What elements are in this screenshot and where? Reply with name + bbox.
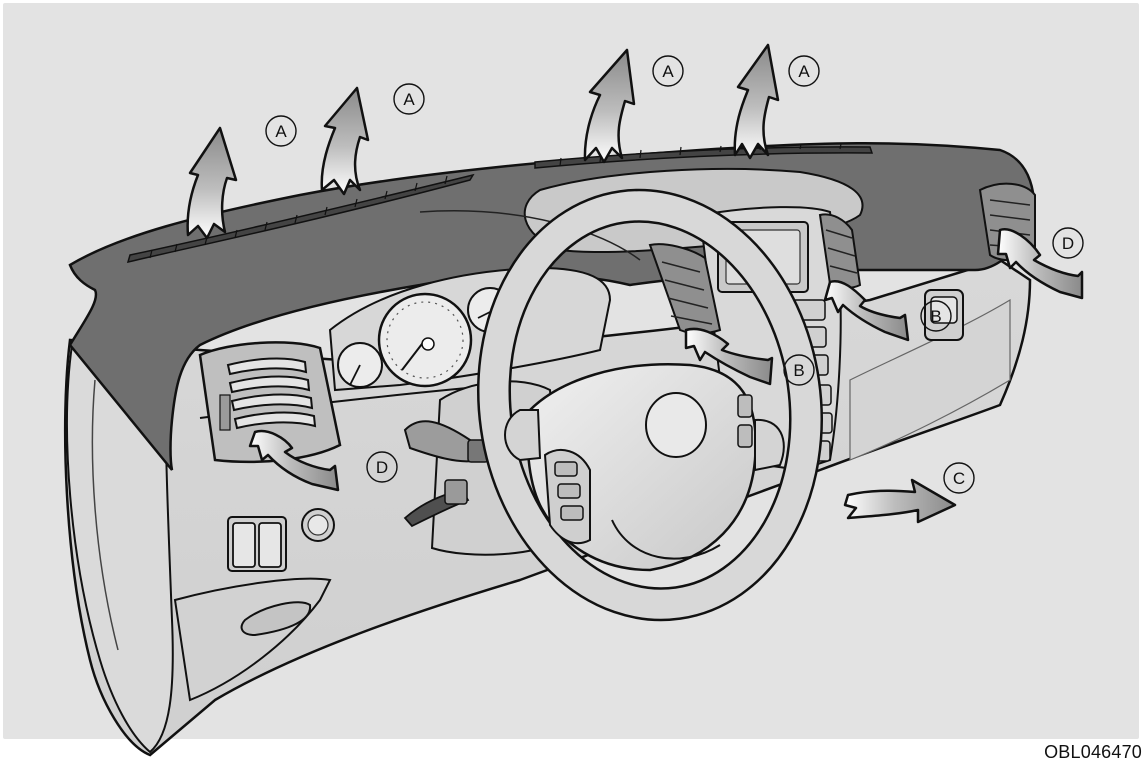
airflow-arrow-a-2 (322, 88, 368, 194)
callout-d-2: D (1053, 228, 1083, 258)
callout-b-2-text: B (793, 361, 804, 380)
airflow-arrow-c (845, 480, 955, 522)
callout-a-4: A (789, 56, 819, 86)
callout-b-1-text: B (930, 307, 941, 326)
airflow-arrow-a-3 (585, 50, 634, 162)
callout-c: C (944, 463, 974, 493)
callout-d-1-text: D (376, 458, 388, 477)
callout-d-2-text: D (1062, 234, 1074, 253)
callout-a-4-text: A (798, 62, 810, 81)
figure-code: OBL046470 (1044, 742, 1142, 763)
callout-a-2: A (394, 84, 424, 114)
callout-c-text: C (953, 469, 965, 488)
callout-a-2-text: A (403, 90, 415, 109)
callout-a-1-text: A (275, 122, 287, 141)
callout-a-1: A (266, 116, 296, 146)
callout-a-3-text: A (662, 62, 674, 81)
airflow-arrow-a-4 (735, 45, 778, 158)
callout-a-3: A (653, 56, 683, 86)
